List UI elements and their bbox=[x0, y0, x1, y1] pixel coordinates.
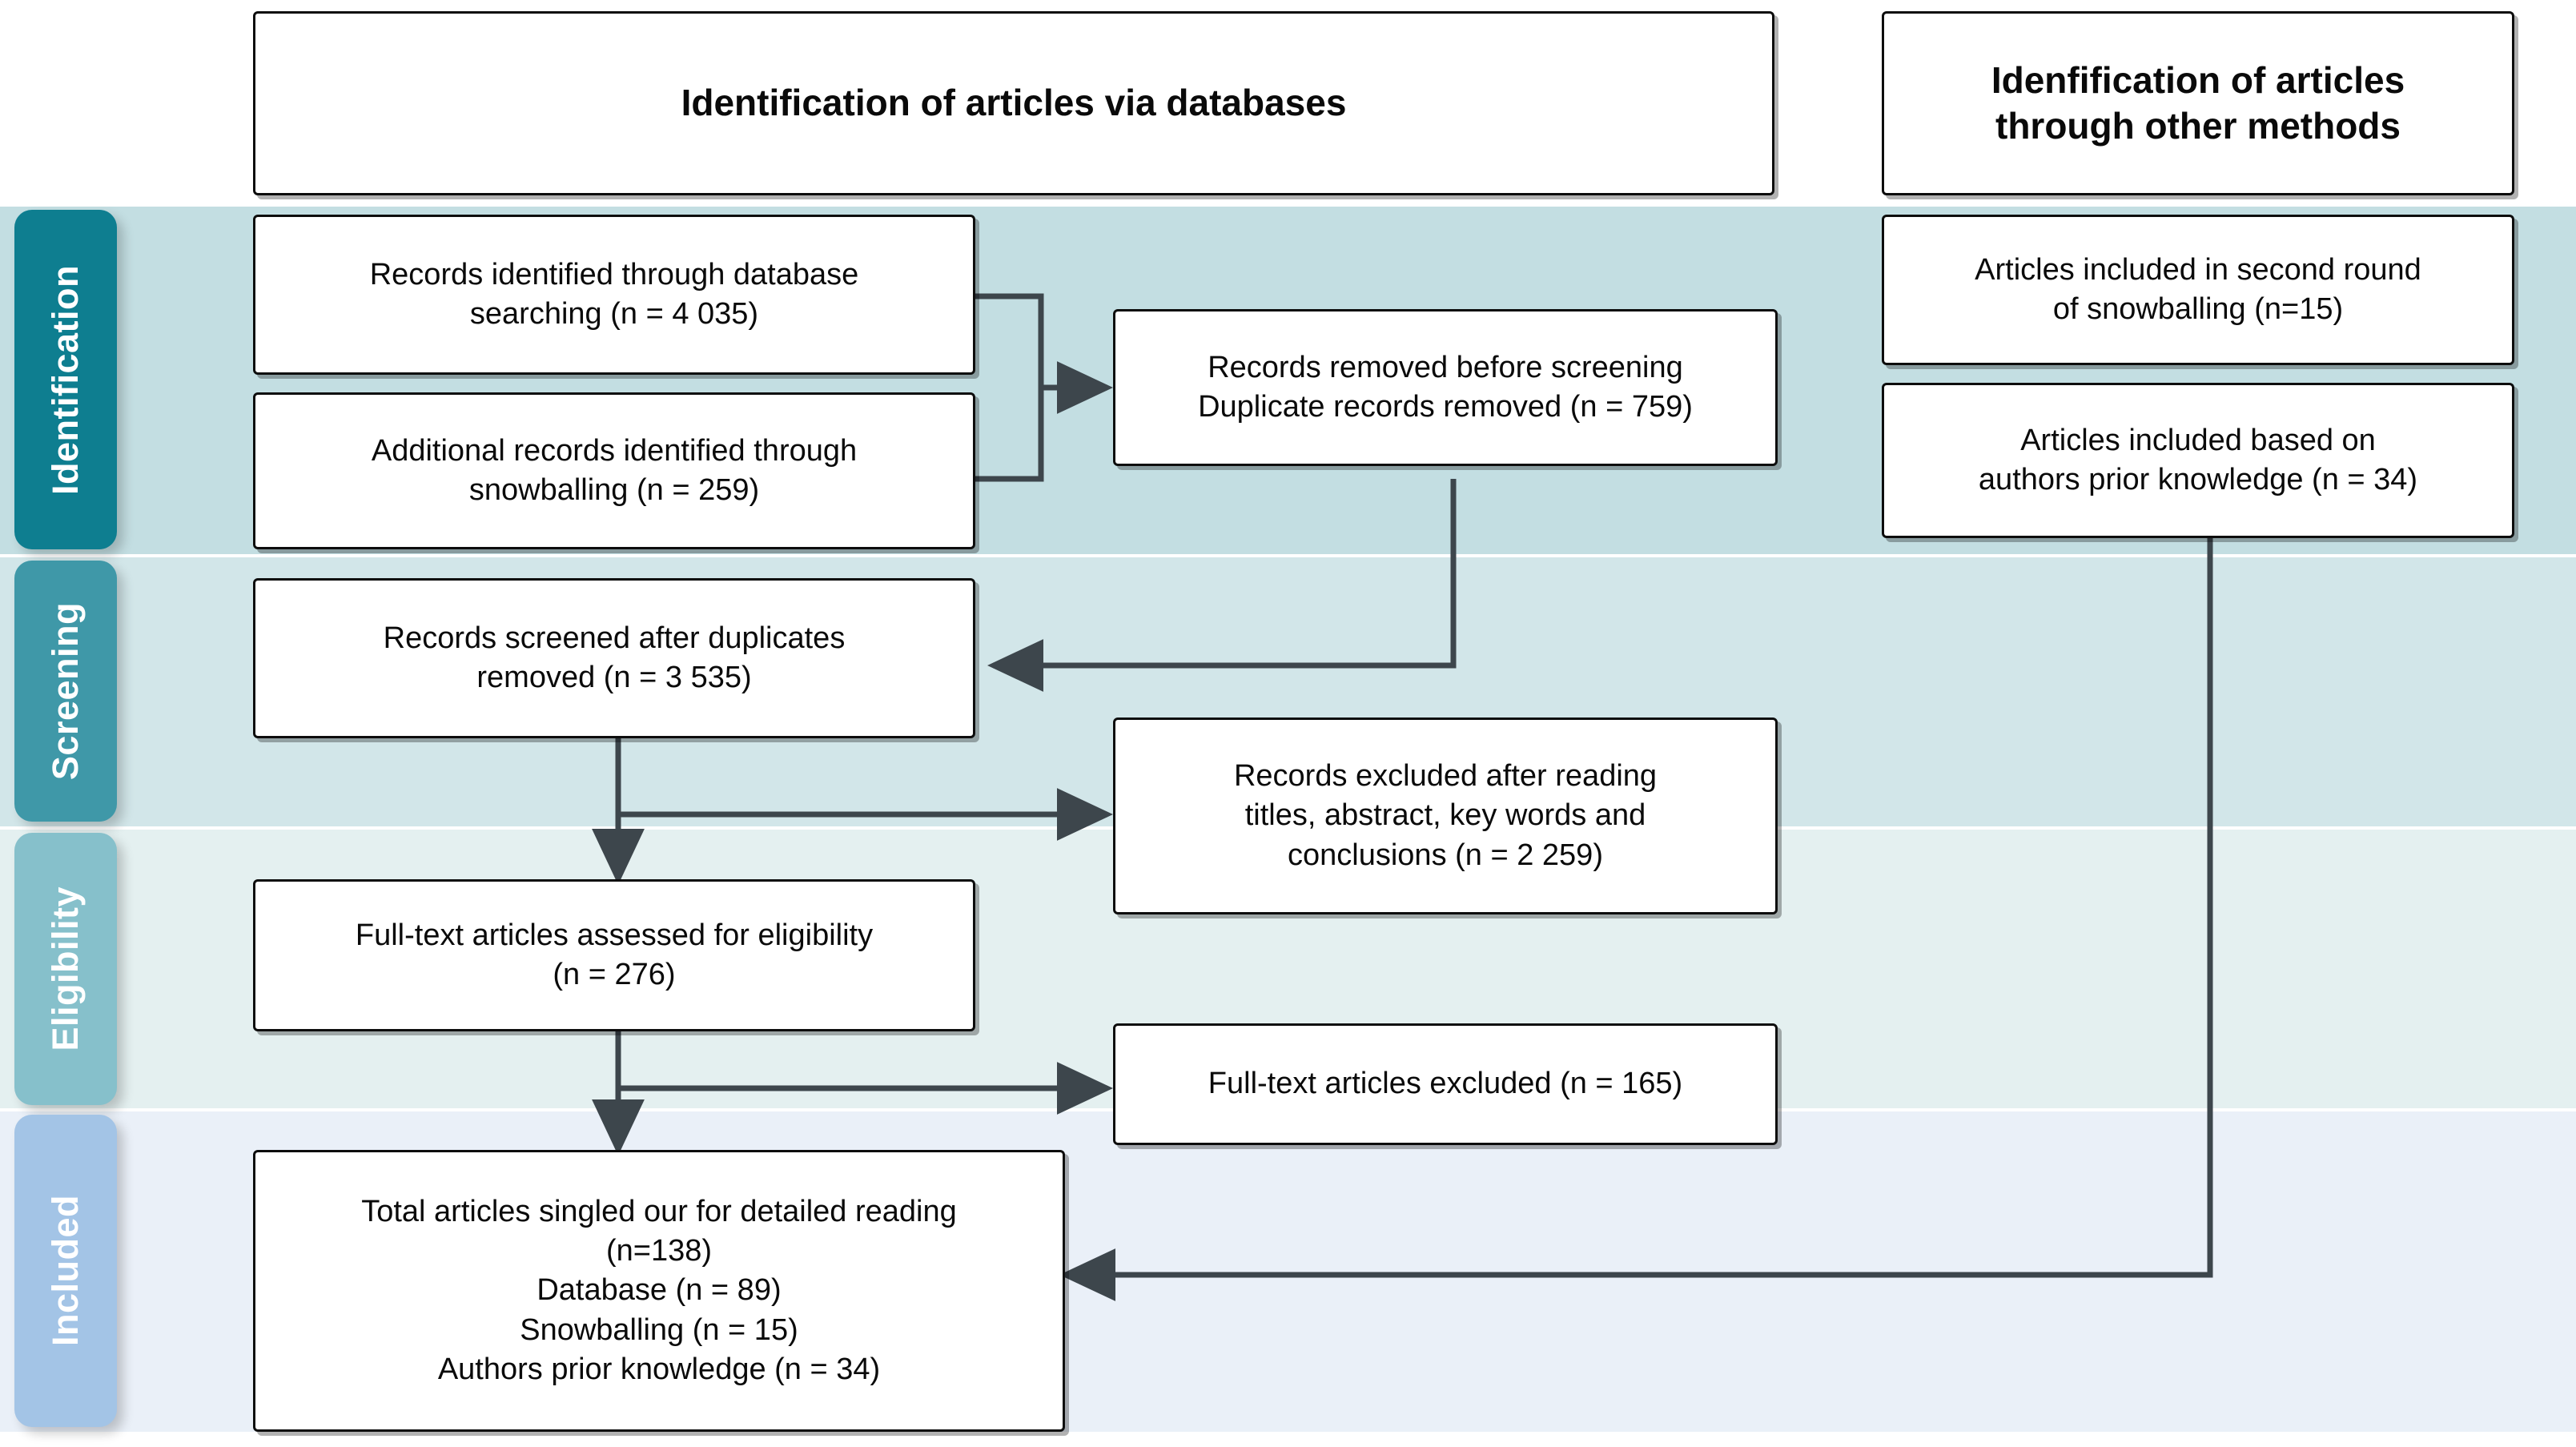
node-db-search: Records identified through database sear… bbox=[253, 215, 975, 375]
stage-tab-label-screening: Screening bbox=[45, 601, 86, 781]
header-label-databases: Identification of articles via databases bbox=[681, 82, 1347, 124]
node-fulltext-excluded: Full-text articles excluded (n = 165) bbox=[1113, 1023, 1778, 1145]
node-label-second-round-snowballing: Articles included in second round of sno… bbox=[1975, 252, 2421, 326]
node-label-records-removed: Records removed before screening Duplica… bbox=[1198, 350, 1693, 424]
node-label-snowballing: Additional records identified through sn… bbox=[371, 433, 858, 507]
node-second-round-snowballing: Articles included in second round of sno… bbox=[1882, 215, 2514, 365]
node-label-total-included: Total articles singled our for detailed … bbox=[361, 1194, 957, 1387]
stage-tab-label-included: Included bbox=[45, 1195, 86, 1347]
node-label-prior-knowledge: Articles included based on authors prior… bbox=[1978, 423, 2418, 496]
node-records-removed: Records removed before screening Duplica… bbox=[1113, 309, 1778, 466]
node-fulltext-assessed: Full-text articles assessed for eligibil… bbox=[253, 879, 975, 1031]
header-box-databases: Identification of articles via databases bbox=[253, 11, 1774, 195]
node-records-screened: Records screened after duplicates remove… bbox=[253, 578, 975, 738]
stage-tab-label-identification: Identification bbox=[45, 264, 86, 495]
stage-tab-eligibility[interactable]: Eligibility bbox=[14, 833, 117, 1105]
node-label-fulltext-assessed: Full-text articles assessed for eligibil… bbox=[355, 918, 874, 991]
stage-tab-identification[interactable]: Identification bbox=[14, 210, 117, 549]
header-label-other-methods: Idenfification of articles through other… bbox=[1991, 58, 2405, 147]
stage-tab-screening[interactable]: Screening bbox=[14, 561, 117, 822]
header-box-other-methods: Idenfification of articles through other… bbox=[1882, 11, 2514, 195]
node-snowballing: Additional records identified through sn… bbox=[253, 392, 975, 549]
node-label-records-screened: Records screened after duplicates remove… bbox=[383, 621, 846, 694]
node-total-included: Total articles singled our for detailed … bbox=[253, 1150, 1065, 1432]
node-prior-knowledge: Articles included based on authors prior… bbox=[1882, 383, 2514, 538]
node-label-fulltext-excluded: Full-text articles excluded (n = 165) bbox=[1208, 1067, 1683, 1101]
node-label-db-search: Records identified through database sear… bbox=[369, 257, 859, 331]
node-records-excluded: Records excluded after reading titles, a… bbox=[1113, 717, 1778, 914]
stage-tab-label-eligibility: Eligibility bbox=[45, 886, 86, 1051]
stage-tab-included[interactable]: Included bbox=[14, 1115, 117, 1427]
node-label-records-excluded: Records excluded after reading titles, a… bbox=[1233, 758, 1658, 872]
